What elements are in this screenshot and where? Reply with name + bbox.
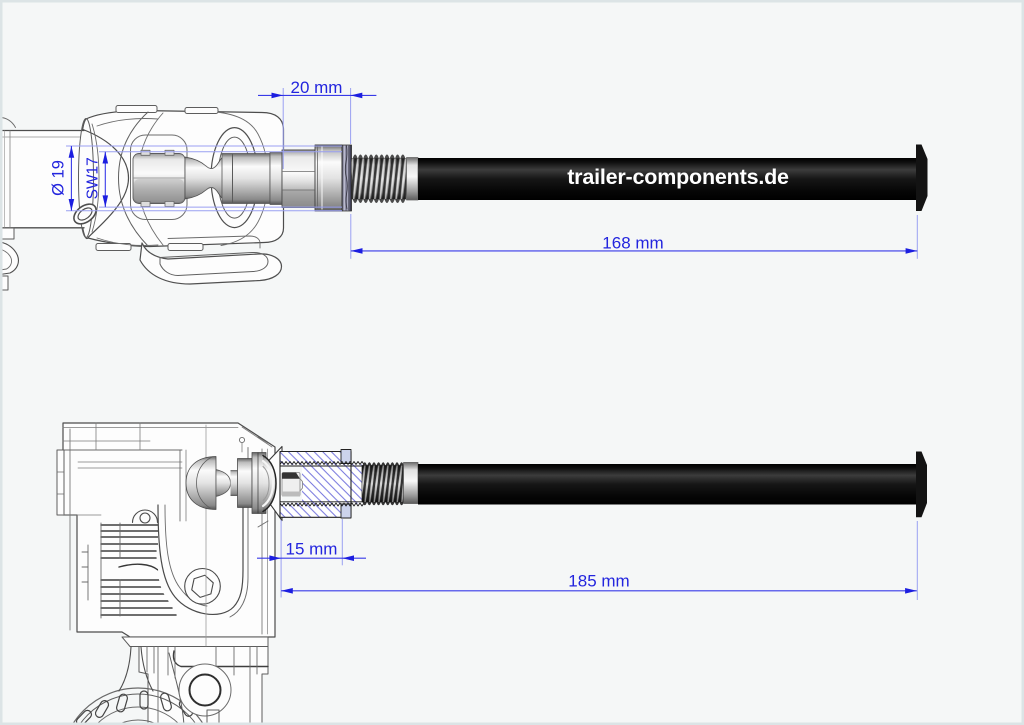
svg-text:20 mm: 20 mm — [291, 78, 343, 97]
svg-text:168 mm: 168 mm — [602, 233, 663, 252]
svg-text:Ø 19: Ø 19 — [50, 160, 68, 196]
svg-text:15 mm: 15 mm — [286, 540, 338, 559]
svg-text:SW17: SW17 — [85, 157, 102, 199]
svg-text:185 mm: 185 mm — [568, 572, 629, 591]
svg-text:trailer-components.de: trailer-components.de — [567, 165, 789, 189]
